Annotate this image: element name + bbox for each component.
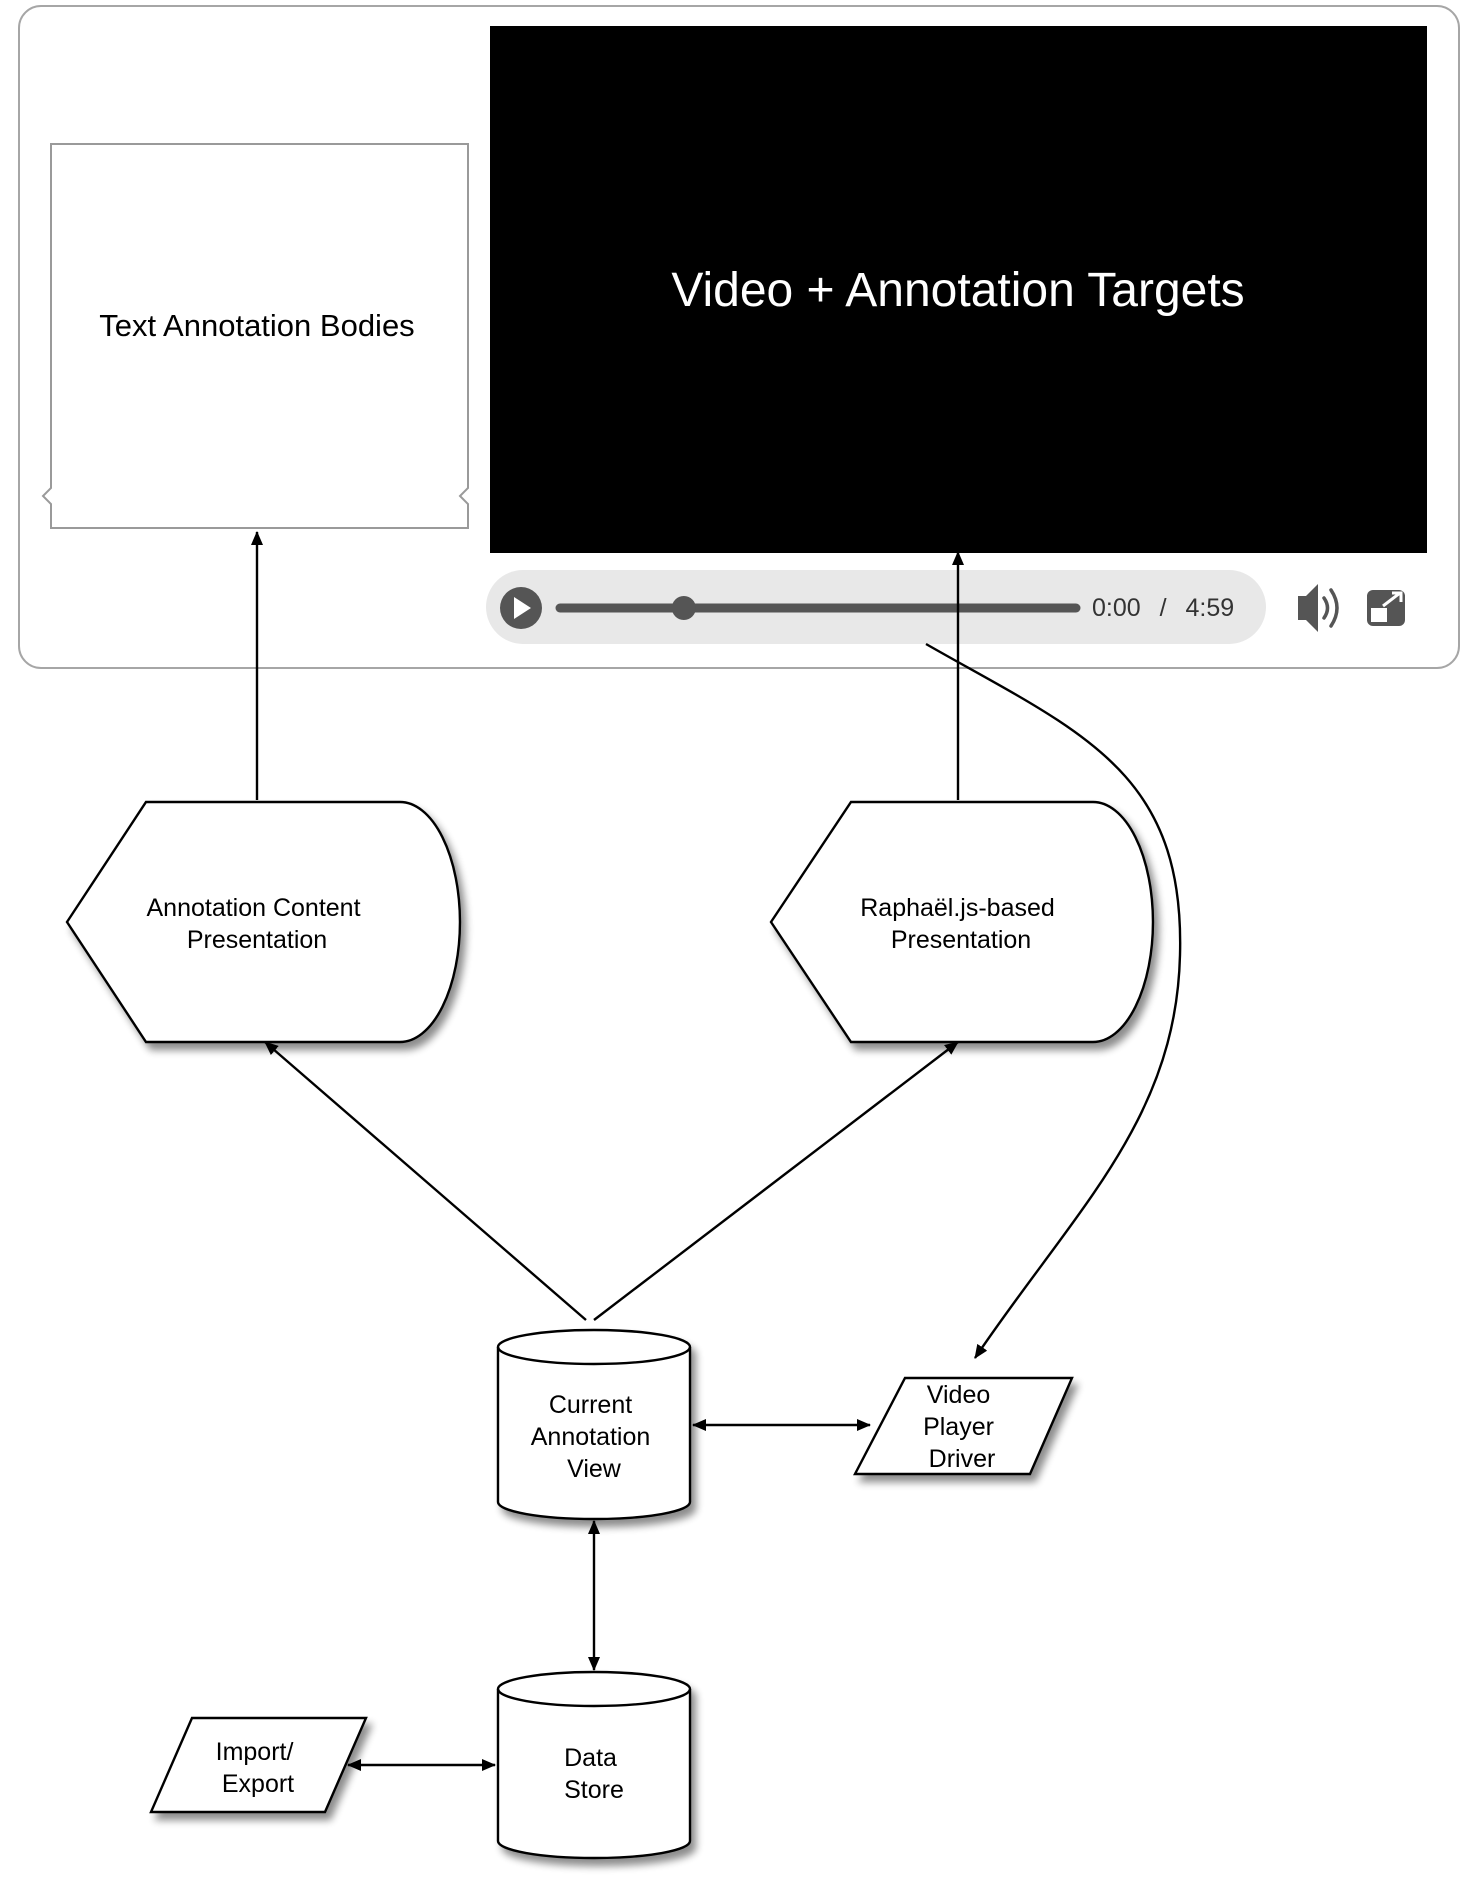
- current-annotation-view-node: Current Annotation View: [496, 1328, 692, 1521]
- raphael-presentation-node: Raphaël.js-based Presentation: [769, 800, 1155, 1044]
- raphael-label: Raphaël.js-based Presentation: [860, 894, 1062, 954]
- current-view-label: Current Annotation View: [531, 1391, 658, 1483]
- video-driver-line: Video: [927, 1381, 991, 1409]
- current-view-line: Annotation: [531, 1423, 651, 1451]
- fullscreen-icon[interactable]: [1367, 590, 1405, 626]
- data-store-line: Data: [564, 1744, 617, 1772]
- edge-view-to-content: [264, 1041, 587, 1321]
- current-view-line: View: [567, 1455, 622, 1483]
- annotation-bodies-panel: Text Annotation Bodies: [41, 143, 469, 529]
- video-player-driver-node: Video Player Driver: [853, 1376, 1074, 1476]
- data-store-label: Data Store: [564, 1744, 624, 1804]
- annotation-content-label: Annotation Content Presentation: [146, 894, 367, 954]
- annotation-bodies-label: Text Annotation Bodies: [99, 308, 414, 343]
- annotation-content-node: Annotation Content Presentation: [65, 800, 462, 1044]
- video-driver-line: Player: [923, 1413, 994, 1441]
- player-controls: 0:00 / 4:59: [486, 570, 1266, 644]
- data-store-line: Store: [564, 1776, 624, 1804]
- annotation-content-line: Presentation: [187, 926, 327, 954]
- import-export-label: Import/ Export: [216, 1738, 301, 1798]
- time-total: 4:59: [1186, 594, 1235, 622]
- data-store-node: Data Store: [496, 1670, 692, 1860]
- edge-controls-to-driver: [925, 642, 1182, 1359]
- raphael-line: Presentation: [891, 926, 1031, 954]
- import-export-node: Import/ Export: [149, 1716, 368, 1814]
- volume-icon[interactable]: [1298, 584, 1339, 632]
- video-label: Video + Annotation Targets: [671, 264, 1244, 317]
- time-readout: 0:00 / 4:59: [1092, 594, 1234, 622]
- play-icon[interactable]: [500, 587, 542, 629]
- edge-view-to-raphael: [593, 1041, 959, 1321]
- raphael-line: Raphaël.js-based: [860, 894, 1055, 922]
- annotation-content-line: Annotation Content: [146, 894, 360, 922]
- video-driver-label: Video Player Driver: [923, 1381, 1001, 1473]
- import-export-line: Import/: [216, 1738, 294, 1766]
- import-export-line: Export: [222, 1770, 294, 1798]
- video-area[interactable]: Video + Annotation Targets: [490, 26, 1427, 553]
- time-current: 0:00: [1092, 594, 1141, 622]
- progress-thumb[interactable]: [671, 596, 696, 620]
- current-view-line: Current: [549, 1391, 632, 1419]
- video-driver-line: Driver: [929, 1445, 996, 1473]
- time-separator: /: [1160, 594, 1167, 622]
